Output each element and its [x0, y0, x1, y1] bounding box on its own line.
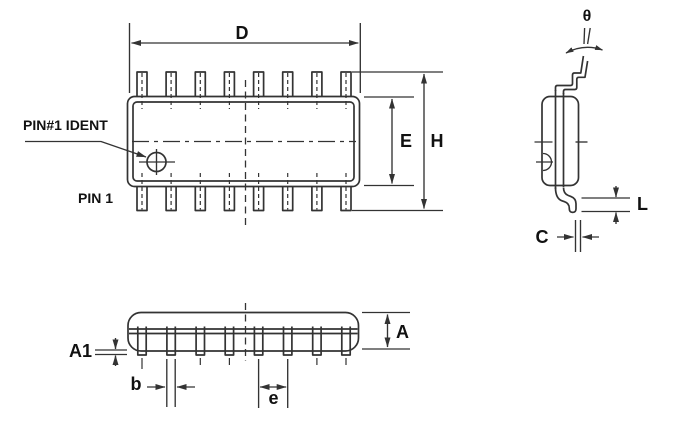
dim-H-label: H [431, 131, 444, 151]
dim-L-label: L [637, 194, 648, 214]
dim-A-label: A [396, 322, 409, 342]
dim-L [581, 186, 630, 224]
pin [194, 71, 207, 110]
dim-D [128, 23, 361, 93]
dim-A1 [95, 338, 127, 366]
dim-b [147, 359, 195, 407]
top-pins [136, 71, 352, 110]
pin [136, 172, 148, 212]
lead-center-ticks [141, 358, 347, 369]
pin [281, 71, 294, 110]
pin [223, 71, 236, 110]
bottom-lead [554, 187, 577, 214]
pin [165, 71, 177, 110]
body-profile [541, 95, 580, 187]
dim-E-label: E [400, 131, 412, 151]
dim-D-label: D [236, 23, 249, 43]
dim-H [352, 71, 443, 212]
body-outline [126, 95, 361, 188]
pin1-ident-mark [139, 149, 175, 175]
pin [252, 71, 265, 110]
pin [194, 172, 207, 212]
dim-theta [565, 27, 603, 54]
dim-C-label: C [536, 227, 549, 247]
ref-line [583, 27, 586, 45]
body-front [127, 311, 360, 352]
pin1-ident-label: PIN#1 IDENT [23, 117, 108, 133]
top-lead-inner [562, 60, 589, 94]
top-lead-outer [554, 55, 585, 91]
dim-e-label: e [268, 388, 278, 408]
end-view: θ L C [534, 8, 648, 252]
dim-e [257, 359, 289, 408]
dim-A1-label: A1 [69, 341, 92, 361]
dim-C [557, 220, 599, 252]
dim-b-label: b [131, 374, 142, 394]
angle-arc [565, 45, 603, 54]
pin [311, 71, 323, 110]
bottom-pins [136, 172, 352, 212]
pin1-ident-leader [25, 140, 147, 158]
ref-line [586, 27, 591, 45]
pin [281, 172, 294, 212]
front-view: A A1 b e [69, 303, 410, 408]
pin [165, 172, 177, 212]
pin [311, 172, 323, 212]
pin [340, 71, 352, 110]
pin1-label: PIN 1 [78, 190, 113, 206]
pin [252, 172, 265, 212]
pin [136, 71, 148, 110]
dim-A [362, 311, 410, 350]
pin [223, 172, 236, 212]
top-view: D E H PIN#1 IDENT PIN 1 [23, 23, 444, 227]
pin [340, 172, 352, 212]
dim-E [364, 96, 414, 187]
dim-theta-label: θ [583, 8, 592, 25]
